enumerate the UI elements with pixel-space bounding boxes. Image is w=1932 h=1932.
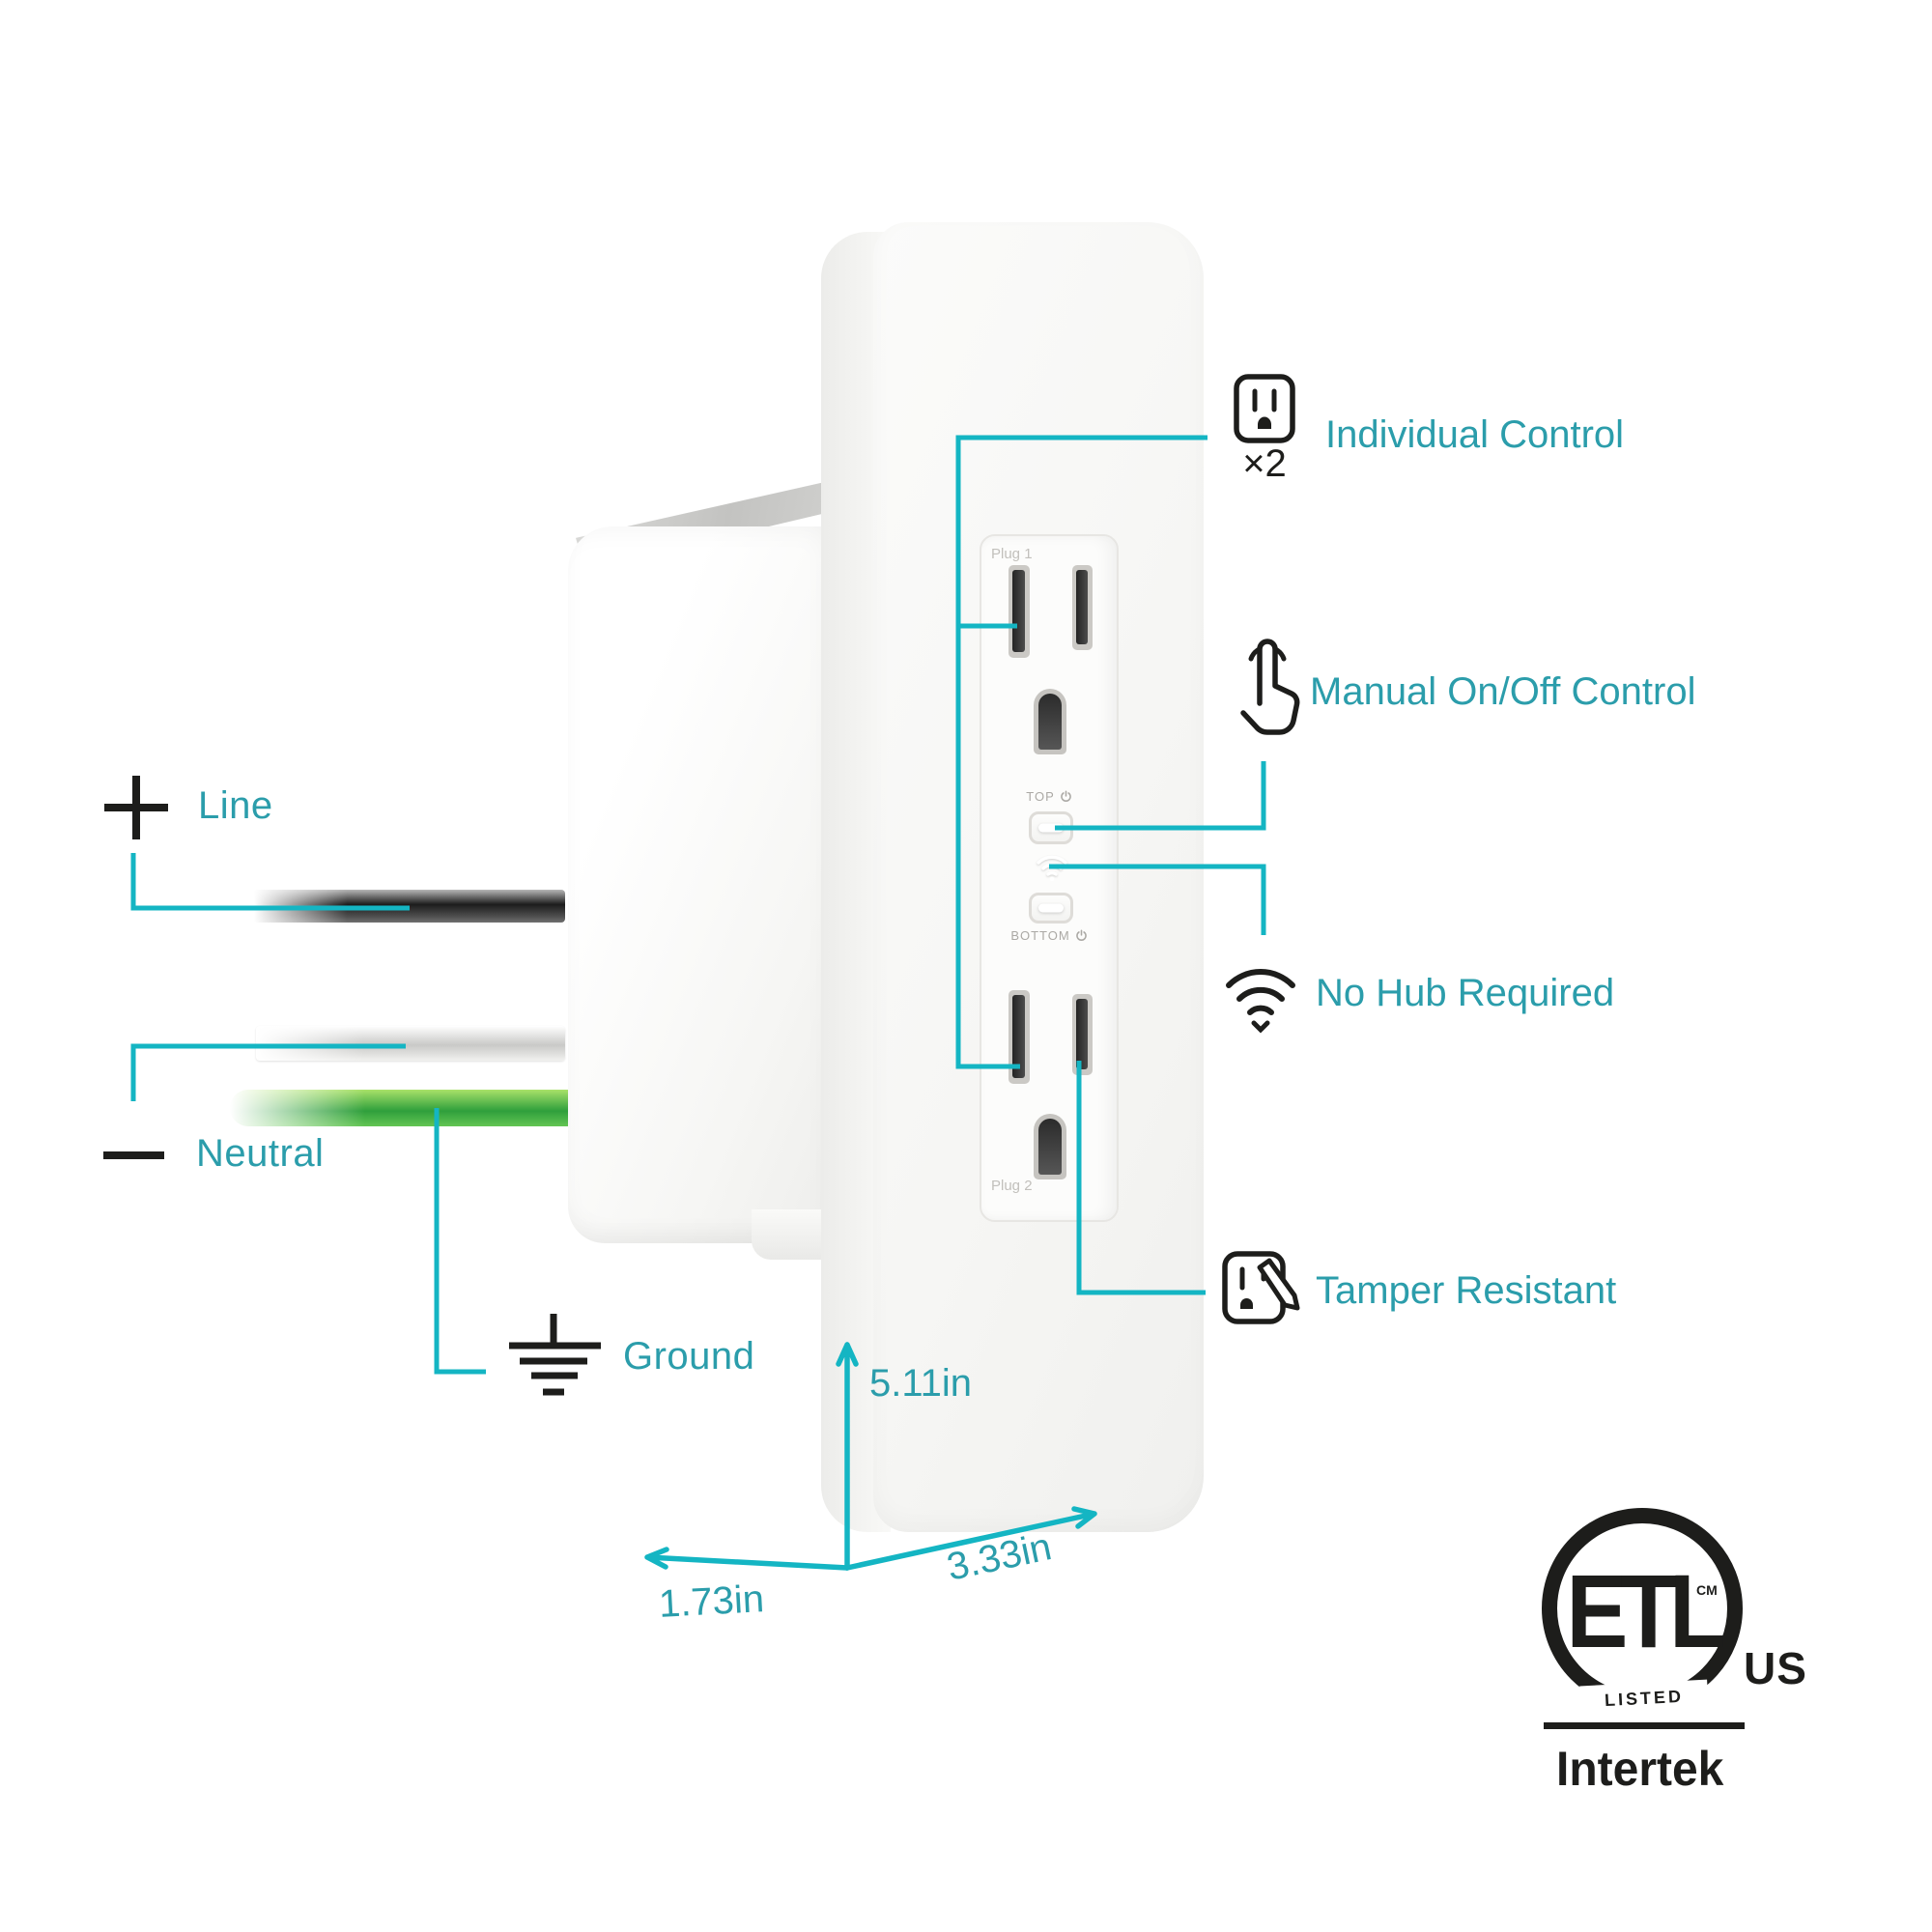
etl-certification-mark: ETL CM LISTED US Intertek — [1507, 1499, 1835, 1828]
height-dimension-arrow — [836, 1342, 859, 1571]
etl-listed-label: LISTED — [1604, 1686, 1685, 1710]
outlet-side-view-body — [568, 526, 850, 1243]
manual-control-label: Manual On/Off Control — [1310, 670, 1696, 713]
etl-divider — [1544, 1722, 1745, 1729]
ground-symbol-icon — [509, 1314, 601, 1396]
socket2-ground-hole — [1034, 1114, 1066, 1179]
socket2-hot-slot — [1072, 994, 1093, 1075]
socket1-hot-slot — [1072, 565, 1093, 650]
tamper-outlet-icon — [1222, 1251, 1300, 1324]
socket1-ground-hole — [1034, 689, 1066, 754]
height-dimension-label: 5.11in — [869, 1362, 973, 1405]
etl-cm-label: CM — [1696, 1582, 1718, 1598]
bottom-button-pill — [1038, 903, 1064, 913]
plug1-label: Plug 1 — [991, 546, 1033, 562]
line-leader — [130, 853, 410, 911]
neutral-prong — [256, 1026, 565, 1061]
etl-letters: ETL — [1566, 1553, 1725, 1670]
line-label: Line — [198, 784, 273, 827]
plug2-label: Plug 2 — [991, 1178, 1033, 1194]
outlet-module: Plug 1 TOP — [980, 534, 1119, 1222]
wifi-icon — [1226, 969, 1295, 1034]
ground-wire — [230, 1090, 568, 1126]
leader-lines — [130, 435, 1266, 1375]
top-button-pill — [1038, 823, 1064, 833]
neutral-label: Neutral — [196, 1132, 325, 1175]
multiplier-label: ×2 — [1242, 442, 1287, 485]
individual-control-label: Individual Control — [1325, 413, 1625, 456]
no-hub-leader — [1049, 864, 1266, 935]
depth-dimension-arrow — [644, 1547, 850, 1571]
bottom-outlet-label: BOTTOM — [981, 928, 1117, 943]
socket2-neutral-slot — [1009, 990, 1030, 1084]
dimension-arrows — [644, 1342, 1097, 1571]
tamper-resistant-label: Tamper Resistant — [1316, 1269, 1617, 1312]
depth-dimension-label: 1.73in — [657, 1577, 766, 1626]
top-outlet-label: TOP — [981, 789, 1117, 804]
top-outlet-button[interactable] — [1029, 811, 1073, 844]
manual-control-leader — [1055, 761, 1266, 831]
tamper-leader — [1076, 1061, 1206, 1295]
etl-us-label: US — [1744, 1643, 1807, 1693]
tap-finger-icon — [1240, 639, 1300, 735]
power-icon — [1075, 929, 1087, 941]
ground-label: Ground — [623, 1335, 755, 1378]
width-dimension-arrow — [844, 1506, 1097, 1571]
no-hub-label: No Hub Required — [1316, 972, 1615, 1014]
socket1-neutral-slot — [1009, 565, 1030, 658]
bottom-outlet-button[interactable] — [1029, 893, 1073, 923]
individual-control-leader — [955, 435, 1208, 1069]
ground-leader — [434, 1108, 486, 1375]
plus-icon — [104, 776, 168, 839]
power-icon — [1060, 790, 1071, 802]
intertek-label: Intertek — [1555, 1742, 1724, 1796]
outlet-icon — [1234, 374, 1295, 443]
neutral-leader — [130, 1043, 406, 1101]
